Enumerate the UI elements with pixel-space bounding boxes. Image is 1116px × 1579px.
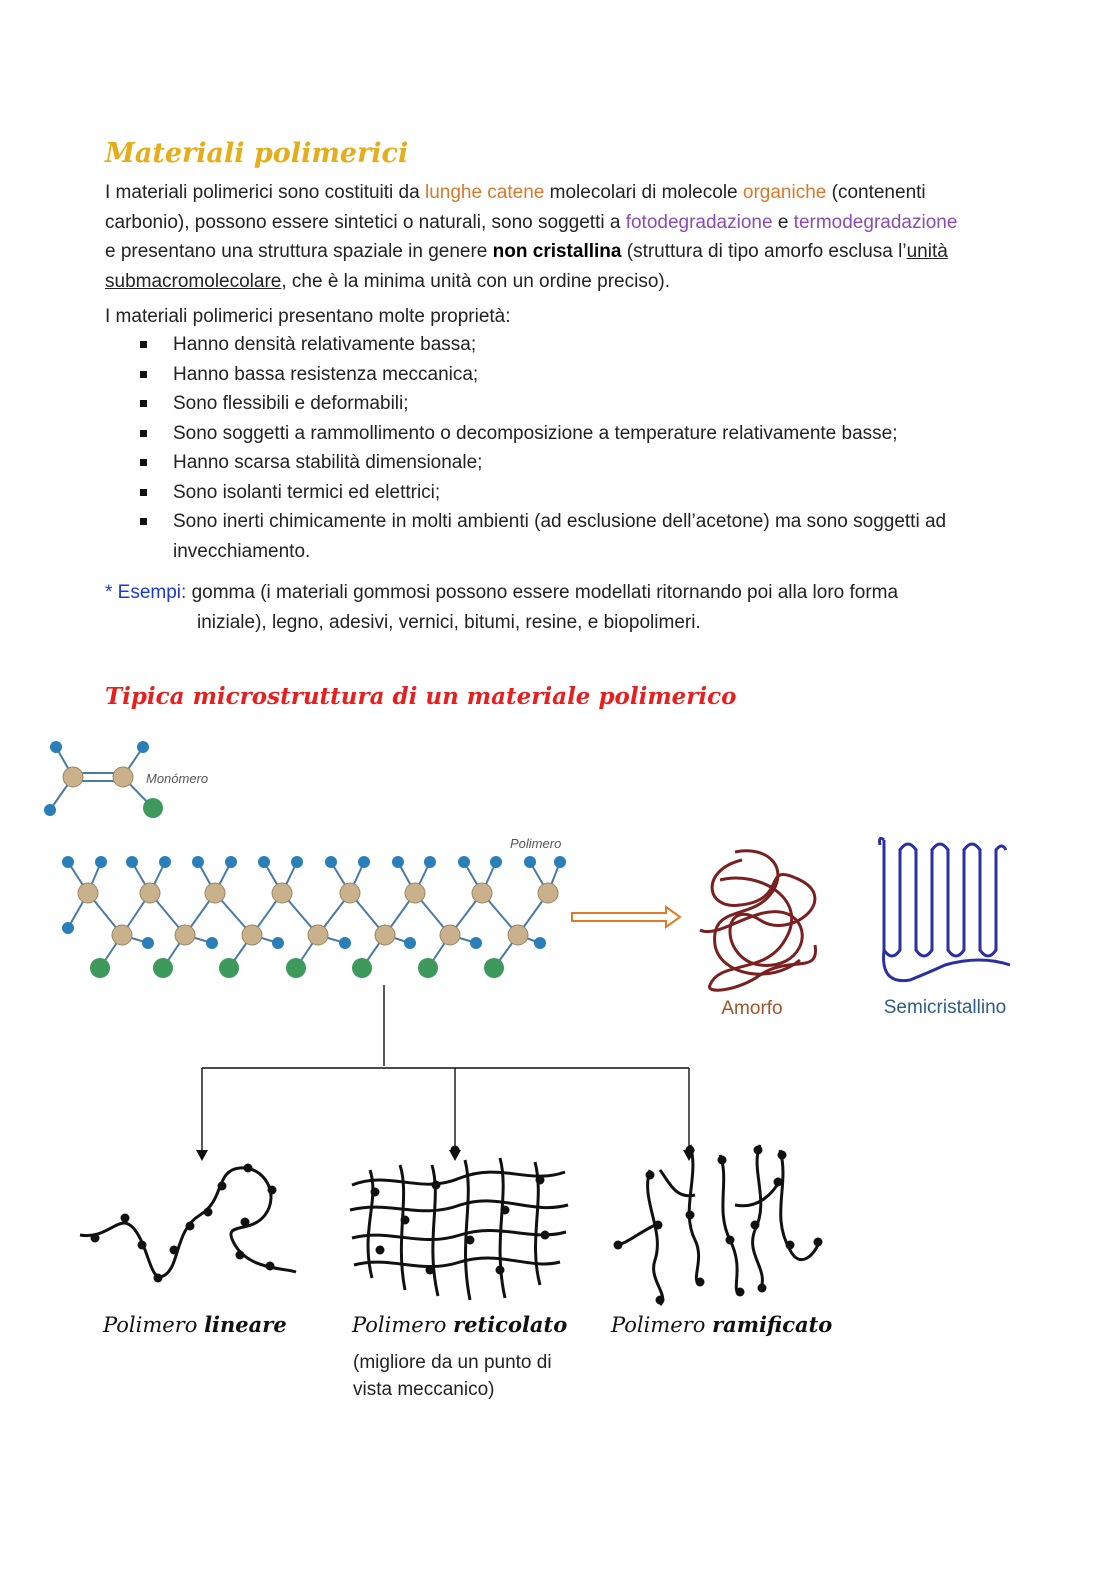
bullet-icon xyxy=(140,459,147,466)
underlined-submacromolecolare: submacromolecolare xyxy=(105,270,282,292)
text: , che è la minima unità con un ordine pr… xyxy=(281,270,671,292)
label-text-bold: reticolato xyxy=(453,1312,568,1337)
text: (contenenti xyxy=(826,182,926,203)
list-item-text: Hanno densità relativamente bassa; xyxy=(173,334,477,355)
monomer-diagram xyxy=(44,741,163,818)
bold-non-cristallina: non cristallina xyxy=(492,241,622,262)
text: e xyxy=(772,211,794,233)
list-item: Hanno bassa resistenza meccanica; xyxy=(140,360,1010,390)
intro-line-2: carbonio), possono essere sintetici o na… xyxy=(105,208,1005,238)
list-item-text: Sono inerti chimicamente in molti ambien… xyxy=(173,511,947,532)
list-item-text: Sono isolanti termici ed elettrici; xyxy=(173,481,441,503)
monomer-label: Monómero xyxy=(146,771,208,786)
list-item-text: Sono flessibili e deformabili; xyxy=(173,393,409,414)
semicrystalline-structure-icon xyxy=(878,836,1011,983)
list-item-text: Hanno scarsa stabilità dimensionale; xyxy=(173,452,483,473)
list-item: Sono inerti chimicamente in molti ambien… xyxy=(140,507,1010,566)
bullet-icon xyxy=(140,400,147,407)
polymer-label: Polimero xyxy=(510,836,561,851)
text: (struttura di tipo amorfo esclusa l’ xyxy=(621,241,907,262)
intro-paragraph: I materiali polimerici sono costituiti d… xyxy=(105,178,1005,296)
highlight-fotodegradazione: fotodegradazione xyxy=(625,211,773,233)
intro-line-4: submacromolecolare, che è la minima unit… xyxy=(105,267,1005,297)
semicrystalline-label: Semicristallino xyxy=(884,997,1006,1018)
crosslinked-polymer-label: Polimero reticolato xyxy=(352,1312,567,1337)
crosslinked-polymer-icon xyxy=(349,1145,569,1301)
list-item: Sono soggetti a rammollimento o decompos… xyxy=(140,419,1010,449)
branched-polymer-icon xyxy=(613,1144,823,1307)
bullet-icon xyxy=(140,429,147,437)
list-item: Sono flessibili e deformabili; xyxy=(140,389,1010,419)
list-item: Hanno scarsa stabilità dimensionale; xyxy=(140,448,1010,478)
text: molecolari di molecole xyxy=(544,182,743,203)
underlined-unita: unità xyxy=(906,241,948,262)
arrow-right-icon xyxy=(571,905,682,929)
examples-line-2: iniziale), legno, adesivi, vernici, bitu… xyxy=(197,611,701,633)
label-text: Polimero xyxy=(352,1313,454,1337)
list-item: Sono isolanti termici ed elettrici; xyxy=(140,478,1010,508)
properties-list: Hanno densità relativamente bassa; Hanno… xyxy=(140,330,1010,566)
label-text-bold: lineare xyxy=(204,1312,287,1337)
note-line: vista meccanico) xyxy=(353,1379,495,1400)
linear-polymer-icon xyxy=(79,1163,297,1283)
label-text: Polimero xyxy=(103,1313,205,1337)
bullet-icon xyxy=(140,341,147,348)
highlight-lunghe-catene: lunghe catene xyxy=(424,182,545,203)
intro-line-1: I materiali polimerici sono costituiti d… xyxy=(105,178,1005,208)
polymer-chain-diagram xyxy=(62,856,566,978)
amorphous-structure-icon xyxy=(699,849,818,992)
label-text-bold: ramificato xyxy=(712,1312,833,1337)
bullet-icon xyxy=(140,518,147,525)
highlight-termodegradazione: termodegradazione xyxy=(793,211,958,233)
page-title: Materiali polimerici xyxy=(105,138,409,169)
tree-connector xyxy=(201,985,690,1152)
list-item-text: Hanno bassa resistenza meccanica; xyxy=(173,363,479,385)
properties-intro: I materiali polimerici presentano molte … xyxy=(105,306,511,327)
intro-line-3: e presentano una struttura spaziale in g… xyxy=(105,237,1005,267)
examples-line-1: * Esempi: gomma (i materiali gommosi pos… xyxy=(105,578,1005,608)
examples-label: * Esempi: xyxy=(105,582,187,603)
list-item-text: Sono soggetti a rammollimento o decompos… xyxy=(173,422,898,444)
list-item: Hanno densità relativamente bassa; xyxy=(140,330,1010,360)
highlight-organiche: organiche xyxy=(742,182,827,203)
label-text: Polimero xyxy=(611,1313,713,1337)
text: carbonio), possono essere sintetici o na… xyxy=(105,211,626,233)
crosslinked-note: (migliore da un punto di vista meccanico… xyxy=(353,1349,552,1403)
arrow-down-icon xyxy=(196,1150,208,1161)
text: e presentano una struttura spaziale in g… xyxy=(105,241,493,262)
text: I materiali polimerici sono costituiti d… xyxy=(105,182,425,203)
amorphous-label: Amorfo xyxy=(721,998,782,1019)
bullet-icon xyxy=(140,370,147,378)
examples: * Esempi: gomma (i materiali gommosi pos… xyxy=(105,578,1005,637)
linear-polymer-label: Polimero lineare xyxy=(103,1312,287,1337)
list-item-text-continued: invecchiamento. xyxy=(173,540,311,562)
section-title: Tipica microstruttura di un materiale po… xyxy=(105,683,737,710)
text: gomma (i materiali gommosi possono esser… xyxy=(186,582,899,603)
branched-polymer-label: Polimero ramificato xyxy=(611,1312,832,1337)
bullet-icon xyxy=(140,488,147,496)
note-line: (migliore da un punto di xyxy=(353,1352,552,1373)
